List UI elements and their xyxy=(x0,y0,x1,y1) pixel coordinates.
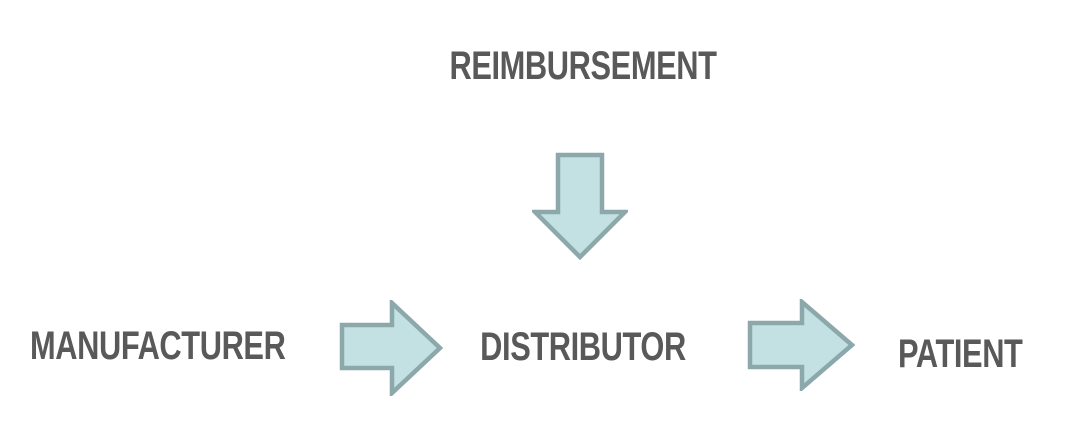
down-arrow-icon xyxy=(532,152,628,260)
node-manufacturer: MANUFACTURER xyxy=(30,324,286,368)
node-distributor: DISTRIBUTOR xyxy=(480,325,686,369)
diagram-title: REIMBURSEMENT xyxy=(449,44,717,88)
right-arrow-icon xyxy=(339,300,443,396)
down-arrow-shape xyxy=(532,152,628,260)
right-arrow-icon xyxy=(747,299,855,391)
right-arrow-shape xyxy=(339,300,443,396)
right-arrow-shape xyxy=(747,299,855,391)
node-patient: PATIENT xyxy=(898,332,1023,376)
